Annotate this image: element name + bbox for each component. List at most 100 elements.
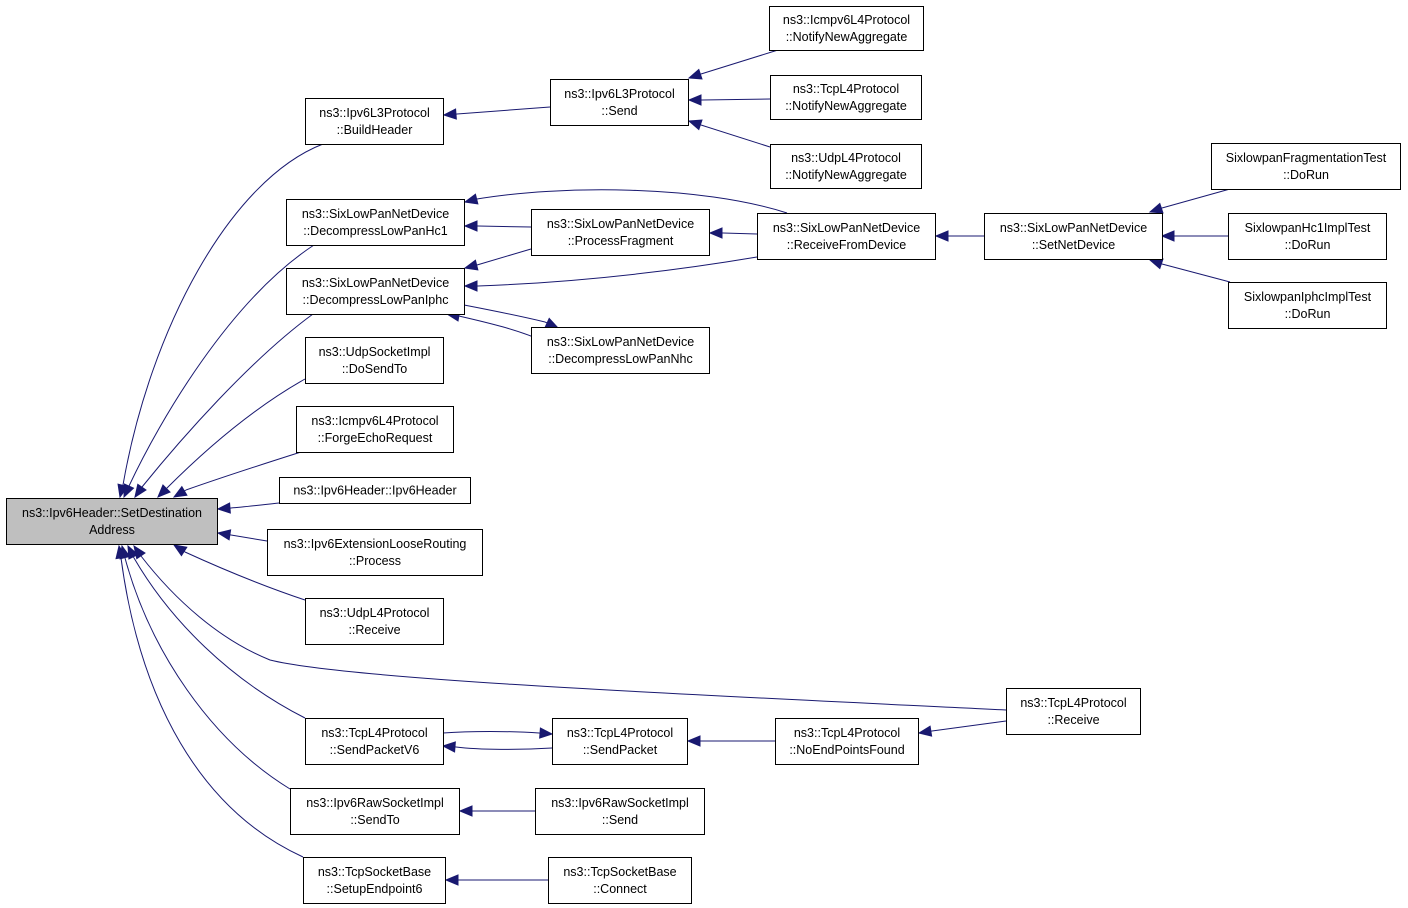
node-l3send[interactable]: ns3::Ipv6L3Protocol::Send bbox=[550, 79, 689, 126]
node-label: ns3::Icmpv6L4Protocol bbox=[311, 414, 438, 428]
node-box[interactable] bbox=[531, 327, 710, 374]
node-icmpnotify[interactable]: ns3::Icmpv6L4Protocol::NotifyNewAggregat… bbox=[769, 6, 924, 51]
node-box[interactable] bbox=[305, 598, 444, 645]
node-box[interactable] bbox=[775, 718, 919, 765]
node-tcprecv[interactable]: ns3::TcpL4Protocol::Receive bbox=[1006, 688, 1141, 735]
node-udprecv[interactable]: ns3::UdpL4Protocol::Receive bbox=[305, 598, 444, 645]
node-box[interactable] bbox=[296, 406, 454, 453]
node-recvdev[interactable]: ns3::SixLowPanNetDevice::ReceiveFromDevi… bbox=[757, 213, 936, 260]
node-box[interactable] bbox=[550, 79, 689, 126]
node-box[interactable] bbox=[303, 857, 446, 904]
arrowhead-icon bbox=[463, 280, 478, 292]
arrowhead-icon bbox=[687, 119, 703, 131]
arrowhead-icon bbox=[441, 741, 456, 753]
node-tcpnotify[interactable]: ns3::TcpL4Protocol::NotifyNewAggregate bbox=[770, 75, 922, 120]
node-rawsendto[interactable]: ns3::Ipv6RawSocketImpl::SendTo bbox=[290, 788, 460, 835]
edge-line bbox=[931, 720, 1007, 732]
node-buildheader[interactable]: ns3::Ipv6L3Protocol::BuildHeader bbox=[305, 98, 444, 145]
edge-line bbox=[722, 232, 758, 235]
edge-line bbox=[120, 557, 304, 858]
node-box[interactable] bbox=[267, 529, 483, 576]
node-box[interactable] bbox=[305, 337, 444, 384]
edge-iphc-to-nhc bbox=[463, 304, 560, 329]
arrowhead-icon bbox=[463, 220, 478, 232]
node-label: ns3::SixLowPanNetDevice bbox=[302, 276, 449, 290]
node-box[interactable] bbox=[290, 788, 460, 835]
node-box[interactable] bbox=[1228, 213, 1387, 260]
arrowhead-icon bbox=[544, 317, 560, 329]
node-box[interactable] bbox=[286, 199, 465, 246]
node-iphc[interactable]: ns3::SixLowPanNetDevice::DecompressLowPa… bbox=[286, 268, 465, 315]
node-label: ::DecompressLowPanIphc bbox=[303, 293, 449, 307]
arrowhead-icon bbox=[1148, 202, 1164, 214]
node-box[interactable] bbox=[1228, 282, 1387, 329]
node-box[interactable] bbox=[757, 213, 936, 260]
node-connect[interactable]: ns3::TcpSocketBase::Connect bbox=[548, 857, 692, 904]
edge-line bbox=[133, 557, 306, 719]
node-box[interactable] bbox=[286, 268, 465, 315]
node-hc1test[interactable]: SixlowpanHc1ImplTest::DoRun bbox=[1228, 213, 1387, 260]
node-label: ::NotifyNewAggregate bbox=[785, 168, 907, 182]
node-label: ns3::TcpL4Protocol bbox=[794, 726, 900, 740]
node-box[interactable] bbox=[279, 477, 471, 504]
arrowhead-icon bbox=[444, 874, 459, 886]
arrowhead-icon bbox=[123, 483, 135, 499]
node-box[interactable] bbox=[1211, 143, 1401, 190]
node-rawsend[interactable]: ns3::Ipv6RawSocketImpl::Send bbox=[535, 788, 705, 835]
node-label: ::Send bbox=[601, 104, 637, 118]
node-box[interactable] bbox=[535, 788, 705, 835]
node-fragtest[interactable]: SixlowpanFragmentationTest::DoRun bbox=[1211, 143, 1401, 190]
edge-udpsendto-to-root bbox=[157, 378, 306, 498]
node-sendpkt[interactable]: ns3::TcpL4Protocol::SendPacket bbox=[552, 718, 688, 765]
edge-tcpnotify-to-l3send bbox=[687, 94, 771, 106]
node-label: ::Connect bbox=[593, 882, 647, 896]
edge-line bbox=[230, 502, 280, 509]
node-iphctest[interactable]: SixlowpanIphcImplTest::DoRun bbox=[1228, 282, 1387, 329]
node-sendpktv6[interactable]: ns3::TcpL4Protocol::SendPacketV6 bbox=[305, 718, 444, 765]
edge-hc1test-to-setnetdev bbox=[1160, 230, 1228, 242]
node-looserouting[interactable]: ns3::Ipv6ExtensionLooseRouting::Process bbox=[267, 529, 483, 576]
node-box[interactable] bbox=[770, 75, 922, 120]
node-setupep6[interactable]: ns3::TcpSocketBase::SetupEndpoint6 bbox=[303, 857, 446, 904]
node-label: ns3::Ipv6ExtensionLooseRouting bbox=[284, 537, 467, 551]
node-label: ns3::SixLowPanNetDevice bbox=[1000, 221, 1147, 235]
edge-sendpktv6-to-root bbox=[127, 544, 306, 719]
node-setnetdev[interactable]: ns3::SixLowPanNetDevice::SetNetDevice bbox=[984, 213, 1163, 260]
edge-line bbox=[700, 124, 771, 148]
edge-line bbox=[166, 378, 306, 489]
edge-buildheader-to-root bbox=[117, 143, 324, 499]
edge-line bbox=[701, 98, 771, 101]
node-box[interactable] bbox=[984, 213, 1163, 260]
arrowhead-icon bbox=[1160, 230, 1175, 242]
node-forgeecho[interactable]: ns3::Icmpv6L4Protocol::ForgeEchoRequest bbox=[296, 406, 454, 453]
node-hc1[interactable]: ns3::SixLowPanNetDevice::DecompressLowPa… bbox=[286, 199, 465, 246]
node-box[interactable] bbox=[552, 718, 688, 765]
node-noendpoints[interactable]: ns3::TcpL4Protocol::NoEndPointsFound bbox=[775, 718, 919, 765]
node-label: ::SendPacketV6 bbox=[330, 743, 420, 757]
node-box[interactable] bbox=[770, 144, 922, 189]
edge-line bbox=[477, 256, 758, 287]
node-ipv6header[interactable]: ns3::Ipv6Header::Ipv6Header bbox=[279, 477, 471, 504]
node-label: ::ForgeEchoRequest bbox=[318, 431, 433, 445]
node-udpnotify[interactable]: ns3::UdpL4Protocol::NotifyNewAggregate bbox=[770, 144, 922, 189]
node-label: ns3::SixLowPanNetDevice bbox=[773, 221, 920, 235]
edge-line bbox=[140, 555, 1007, 711]
node-procfrag[interactable]: ns3::SixLowPanNetDevice::ProcessFragment bbox=[531, 209, 710, 256]
node-box[interactable] bbox=[531, 209, 710, 256]
node-udpsendto[interactable]: ns3::UdpSocketImpl::DoSendTo bbox=[305, 337, 444, 384]
node-box[interactable] bbox=[6, 498, 218, 545]
edge-fragtest-to-setnetdev bbox=[1148, 188, 1231, 214]
edge-procfrag-to-hc1 bbox=[463, 220, 532, 232]
node-box[interactable] bbox=[305, 718, 444, 765]
node-nhc[interactable]: ns3::SixLowPanNetDevice::DecompressLowPa… bbox=[531, 327, 710, 374]
edge-line bbox=[128, 244, 315, 487]
edge-rawsend-to-rawsendto bbox=[458, 805, 535, 817]
node-box[interactable] bbox=[305, 98, 444, 145]
node-label: ns3::TcpL4Protocol bbox=[321, 726, 427, 740]
node-box[interactable] bbox=[1006, 688, 1141, 735]
node-box[interactable] bbox=[769, 6, 924, 51]
node-label: ns3::Icmpv6L4Protocol bbox=[783, 13, 910, 27]
edge-tcprecv-to-noendpoints bbox=[917, 720, 1007, 737]
node-box[interactable] bbox=[548, 857, 692, 904]
